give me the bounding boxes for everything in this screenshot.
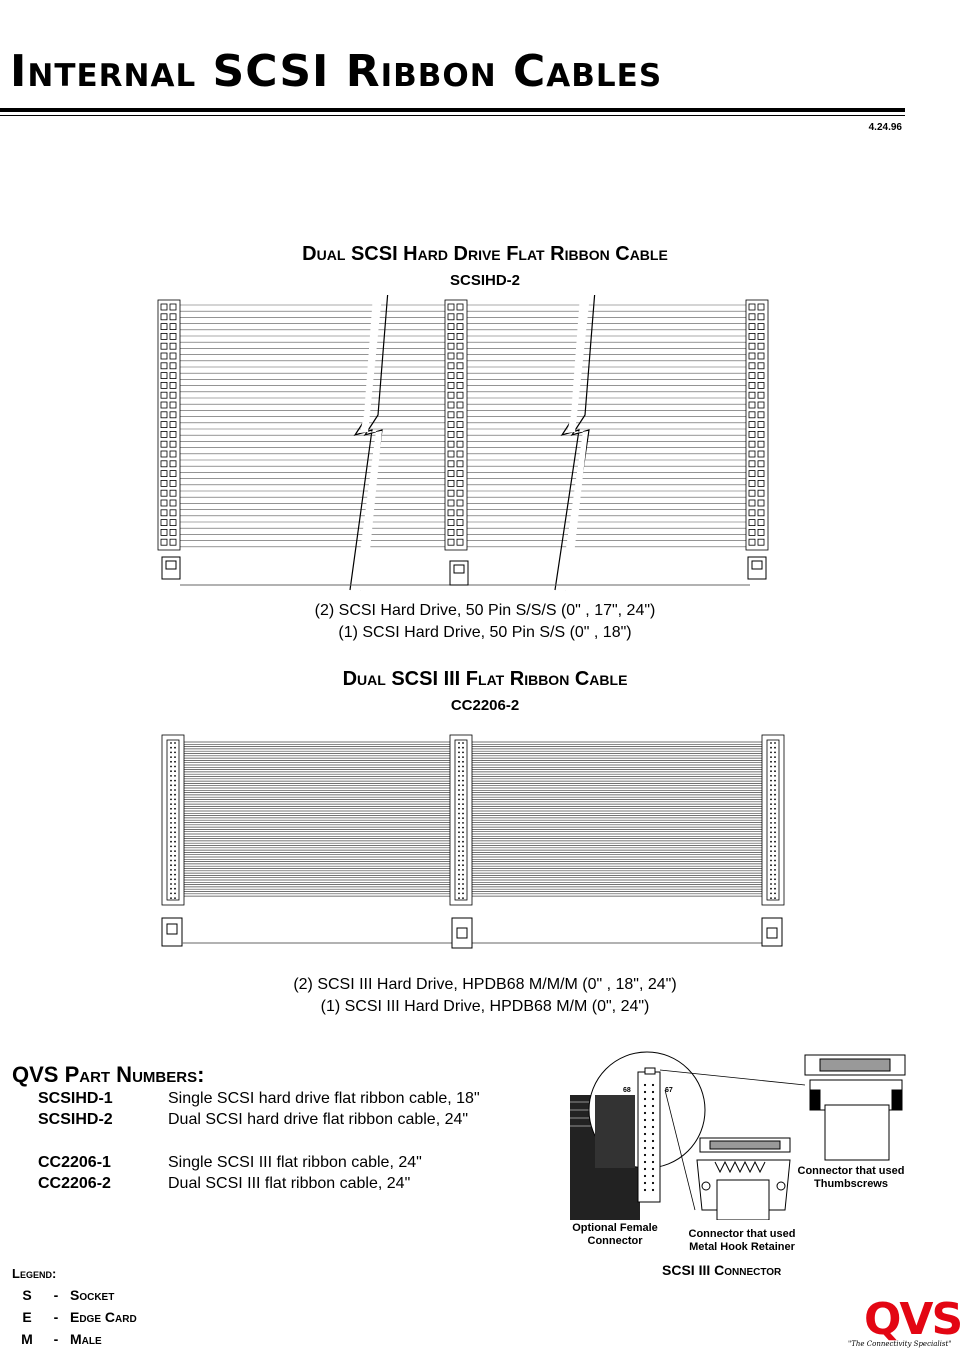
section2-caption-line1: (2) SCSI III Hard Drive, HPDB68 M/M/M (0… [293,976,677,993]
thumbscrews-label: Connector that used Thumbscrews [797,1165,905,1190]
legend-heading: Legend: [12,1266,57,1281]
section1-title: Dual SCSI Hard Drive Flat Ribbon Cable [302,243,668,265]
cable-break-1 [349,295,389,591]
pin-67-label: 67 [665,1087,673,1094]
section1-caption-line1: (2) SCSI Hard Drive, 50 Pin S/S/S (0" , … [314,602,656,619]
legend: Legend: S-Socket E-Edge Card M-Male [12,1266,137,1353]
legend-item: E-Edge Card [22,1309,137,1325]
legend-item: S-Socket [22,1287,115,1303]
male-hpdb68-connector [449,734,473,906]
section1-part: SCSIHD-2 [449,272,520,289]
scsi3-connector-diagram: 68 67 [570,1051,906,1220]
title-rule-thin [0,115,905,116]
section1-caption: (2) SCSI Hard Drive, 50 Pin S/S/S (0" , … [0,600,970,644]
section1-caption-line2: (1) SCSI Hard Drive, 50 Pin S/S (0" , 18… [338,624,632,641]
cc2206-cable-diagram [161,734,785,949]
qvs-logo: QVS [864,1294,963,1345]
optional-female-label: Optional Female Connector [572,1222,658,1247]
connector-title: SCSI III Connector [662,1262,782,1278]
scsihd-cable-diagram [157,295,769,591]
section2-title: Dual SCSI III Flat Ribbon Cable [342,668,628,690]
part-numbers-heading: QVS Part Numbers: [12,1062,205,1087]
legend-item: M-Male [21,1331,102,1347]
socket-connector [157,299,181,551]
metal-hook-connector [696,1137,791,1220]
title-rule-thick [0,108,905,112]
socket-connector [745,299,769,551]
male-hpdb68-connector [761,734,785,906]
revision-date: 4.24.96 [868,122,902,133]
section2-caption: (2) SCSI III Hard Drive, HPDB68 M/M/M (0… [0,974,970,1018]
pin-68-label: 68 [623,1087,631,1094]
metal-hook-label: Connector that used Metal Hook Retainer [688,1228,796,1253]
socket-connector [444,299,468,551]
qvs-slogan: "The Connectivity Specialist" [848,1340,952,1348]
page-title: Internal SCSI Ribbon Cables [10,46,663,97]
section2-part: CC2206-2 [450,697,520,714]
cable-break-2 [554,295,596,591]
section2-caption-line2: (1) SCSI III Hard Drive, HPDB68 M/M (0",… [320,998,650,1015]
thumbscrew-connector [804,1054,906,1161]
male-hpdb68-connector [161,734,185,906]
